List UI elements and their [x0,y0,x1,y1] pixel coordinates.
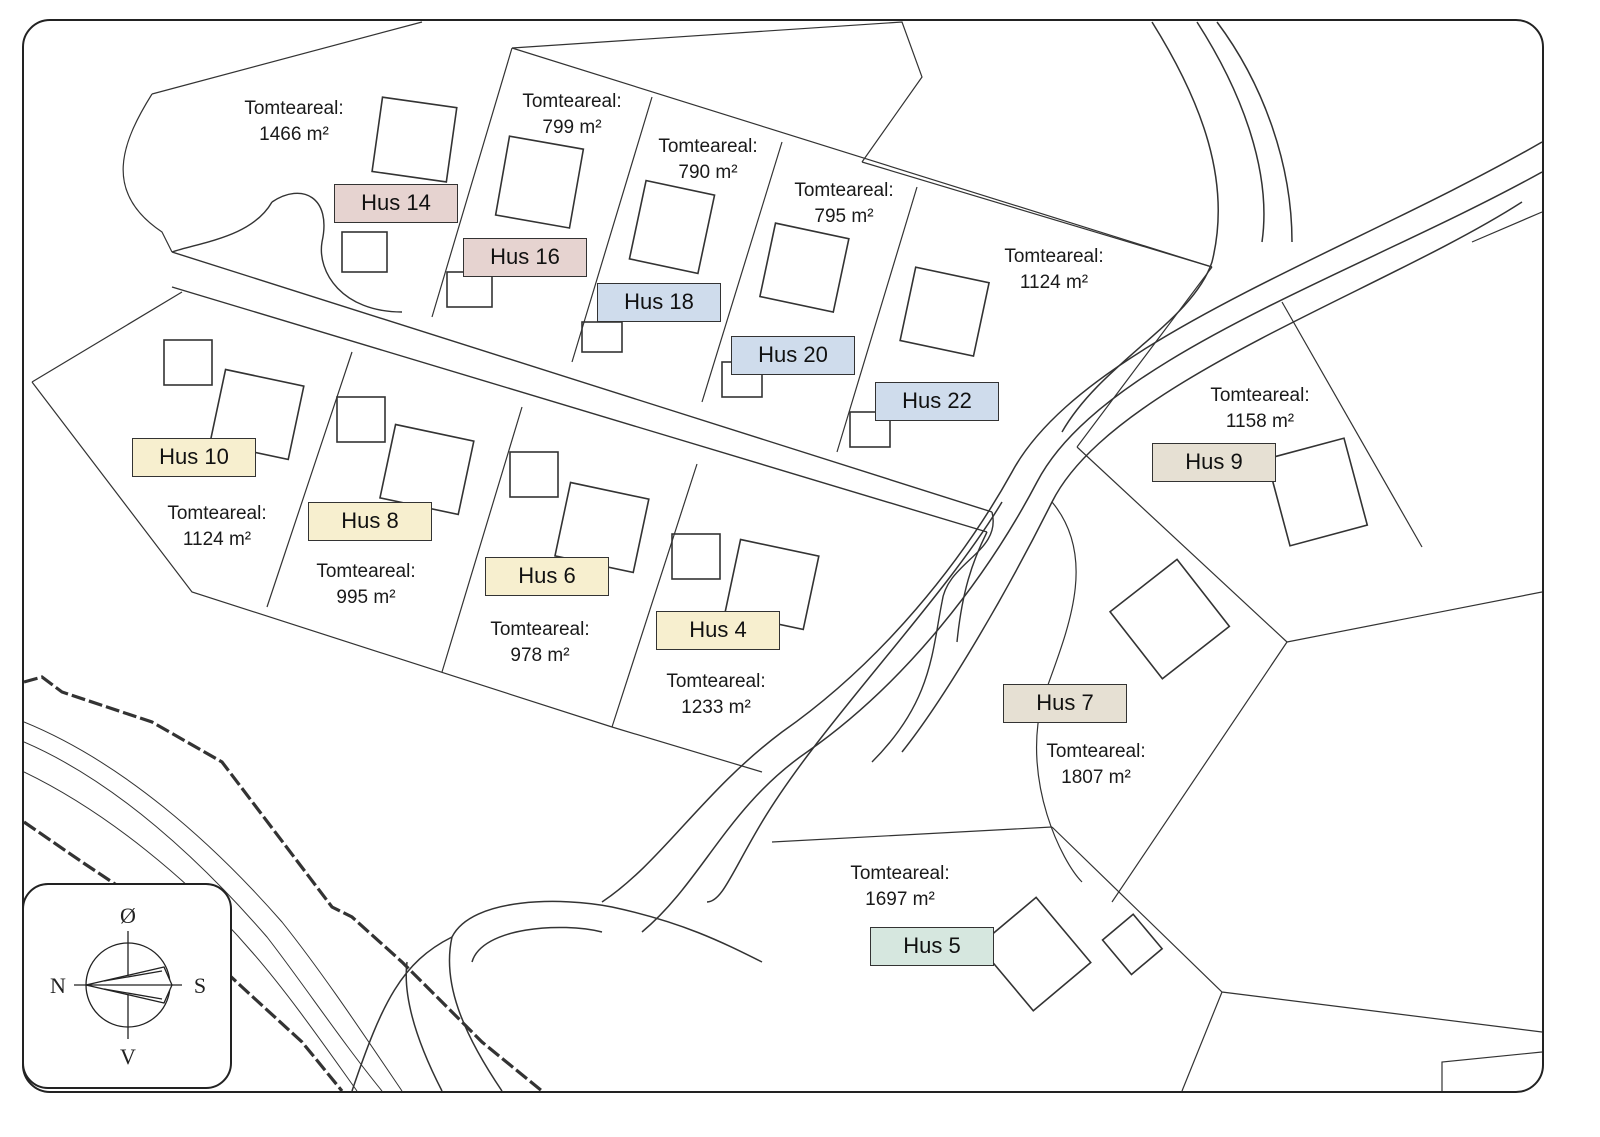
house-label-6[interactable]: Hus 6 [485,557,609,596]
plot-area-10: Tomteareal: 1124 m² [167,501,266,553]
plot-area-20: Tomteareal: 795 m² [794,178,893,230]
area-title: Tomteareal: [244,98,344,119]
area-title: Tomteareal: [658,136,758,157]
house-label-10[interactable]: Hus 10 [132,438,256,477]
plot-area-7: Tomteareal: 1807 m² [1046,739,1145,791]
area-value: 1697 m² [865,889,935,910]
north-road [1061,21,1293,433]
plot-area-14: Tomteareal: 1466 m² [244,96,343,148]
plot-area-8: Tomteareal: 995 m² [316,559,415,611]
plot-lines-north [122,21,1213,453]
area-title: Tomteareal: [1004,246,1104,267]
plot-area-6: Tomteareal: 978 m² [490,617,589,669]
plot-area-9: Tomteareal: 1158 m² [1210,383,1309,435]
compass-north: N [50,973,66,998]
area-title: Tomteareal: [794,180,894,201]
area-value: 795 m² [814,206,874,227]
area-value: 1807 m² [1061,767,1131,788]
area-value: 1233 m² [681,697,751,718]
rail-lines [24,721,403,1091]
plot-area-18: Tomteareal: 790 m² [658,134,757,186]
house-label-16[interactable]: Hus 16 [463,238,587,277]
houses-east [977,437,1369,1012]
compass-rose-icon [74,931,182,1039]
plot-area-5: Tomteareal: 1697 m² [850,861,949,913]
plot-area-22: Tomteareal: 1124 m² [1004,244,1103,296]
area-title: Tomteareal: [522,91,622,112]
area-value: 1466 m² [259,124,329,145]
house-label-8[interactable]: Hus 8 [308,502,432,541]
plot-lines-south [31,291,763,773]
plot-area-16: Tomteareal: 799 m² [522,89,621,141]
house-label-14[interactable]: Hus 14 [334,184,458,223]
internal-street [171,192,994,763]
area-value: 1158 m² [1225,411,1295,432]
area-value: 790 m² [678,162,738,183]
area-value: 1124 m² [182,529,252,550]
plot-area-4: Tomteareal: 1233 m² [666,669,765,721]
area-value: 1124 m² [1019,272,1089,293]
area-title: Tomteareal: [850,863,950,884]
area-title: Tomteareal: [490,619,590,640]
area-title: Tomteareal: [316,561,416,582]
main-road [601,141,1542,933]
house-label-5[interactable]: Hus 5 [870,927,994,966]
area-title: Tomteareal: [167,503,267,524]
site-plan-drawing [24,21,1542,1091]
south-road [351,900,763,1091]
compass-panel: Ø N S V [22,883,232,1089]
area-value: 799 m² [542,117,602,138]
area-value: 978 m² [510,645,570,666]
area-value: 995 m² [336,587,396,608]
plot-lines-east [771,211,1542,1091]
house-label-20[interactable]: Hus 20 [731,336,855,375]
compass-west: V [120,1044,136,1069]
house-label-9[interactable]: Hus 9 [1152,443,1276,482]
area-title: Tomteareal: [666,671,766,692]
area-title: Tomteareal: [1046,741,1146,762]
compass-east: Ø [120,903,136,928]
house-label-18[interactable]: Hus 18 [597,283,721,322]
area-title: Tomteareal: [1210,385,1310,406]
house-label-22[interactable]: Hus 22 [875,382,999,421]
site-plan-map: Tomteareal: 1466 m² Tomteareal: 799 m² T… [22,19,1544,1093]
house-label-4[interactable]: Hus 4 [656,611,780,650]
compass-south: S [193,973,207,998]
house-label-7[interactable]: Hus 7 [1003,684,1127,723]
